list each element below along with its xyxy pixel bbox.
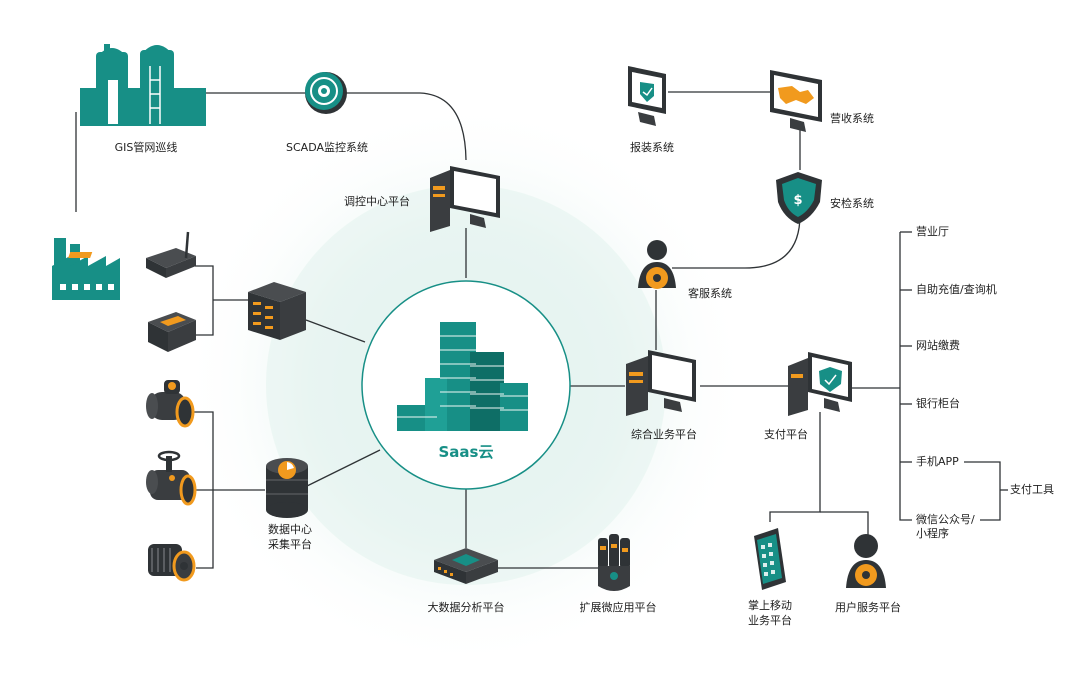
payment-label: 支付平台 (764, 428, 808, 441)
mobile-phone-icon (754, 528, 786, 590)
revenue-label: 营收系统 (830, 112, 874, 125)
data-center-label-1: 数据中心 (268, 523, 312, 536)
database-icon (266, 458, 308, 518)
channel-kiosk: 自助充值/查询机 (916, 283, 997, 296)
pipe-meter-icon (146, 380, 195, 428)
user-service-label: 用户服务平台 (835, 601, 901, 614)
valve-icon (146, 450, 197, 506)
security-label: 安检系统 (830, 197, 874, 210)
report-monitor-icon (628, 66, 666, 126)
revenue-map-monitor-icon (770, 70, 822, 132)
payment-tool-label: 支付工具 (1010, 483, 1054, 496)
report-label: 报装系统 (630, 141, 674, 154)
dispatch-label: 调控中心平台 (344, 195, 410, 208)
channel-app: 手机APP (916, 455, 959, 468)
integrated-label: 综合业务平台 (631, 428, 697, 441)
user-gear-icon (846, 534, 886, 588)
payment-shield-server-icon (788, 352, 852, 416)
integrated-server-icon (626, 350, 696, 416)
gis-gas-tanks-icon (80, 44, 206, 126)
service-user-gear-icon (638, 240, 676, 289)
service-label: 客服系统 (688, 287, 732, 300)
channel-wechat: 微信公众号/ 小程序 (916, 513, 975, 540)
scada-label: SCADA监控系统 (286, 141, 368, 154)
router-icon (68, 231, 196, 278)
microapp-label: 扩展微应用平台 (579, 601, 657, 614)
network-switch-icon (434, 548, 498, 584)
channel-web: 网站缴费 (916, 339, 960, 352)
bigdata-label: 大数据分析平台 (427, 601, 505, 614)
rack-server-icon (248, 282, 306, 340)
security-shield-icon: $ (776, 172, 822, 224)
saas-cloud-label: Saas云 (438, 443, 494, 461)
city-buildings-icon (397, 322, 528, 431)
microapp-hand-icon (598, 534, 630, 591)
motor-icon (148, 544, 196, 582)
gis-label: GIS管网巡线 (114, 141, 178, 154)
factory-icon (52, 238, 120, 300)
device-box-icon (148, 312, 196, 352)
svg-text:$: $ (793, 193, 802, 208)
scada-sensor-icon (305, 72, 347, 114)
data-center-label-2: 采集平台 (268, 538, 312, 551)
connection-lines (75, 91, 1008, 569)
dispatch-server-icon (430, 166, 500, 232)
mobile-label-1: 掌上移动 (748, 599, 792, 612)
channel-bank: 银行柜台 (916, 397, 960, 410)
mobile-label-2: 业务平台 (748, 614, 792, 627)
channel-hall: 营业厅 (916, 225, 949, 238)
